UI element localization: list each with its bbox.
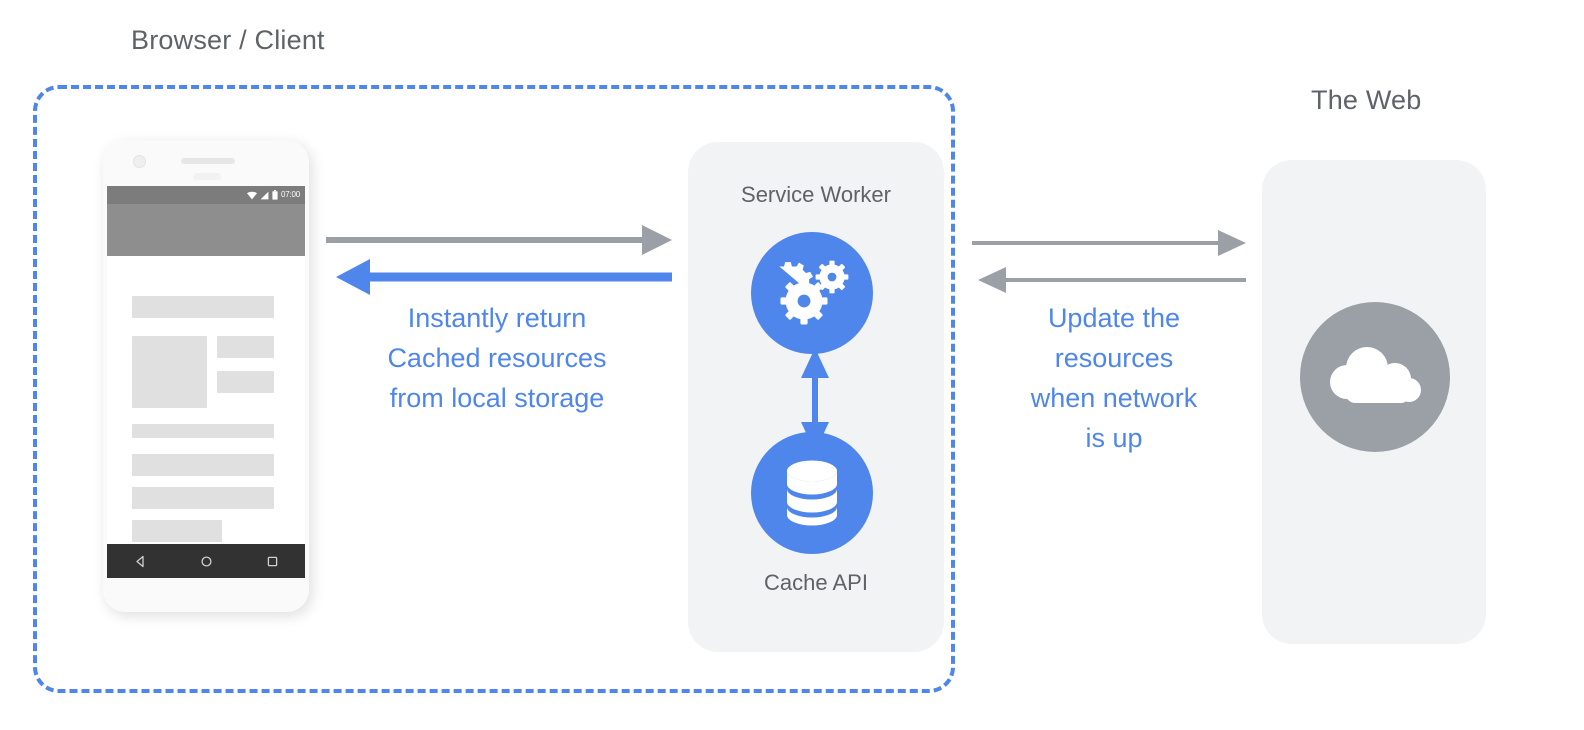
the-web-panel xyxy=(1262,160,1486,644)
wifi-icon xyxy=(246,191,257,200)
recents-square-icon[interactable] xyxy=(266,555,279,568)
gears-icon xyxy=(751,232,873,354)
arrow-web-to-service-worker xyxy=(978,267,1246,293)
battery-icon xyxy=(272,190,278,200)
placeholder-block xyxy=(132,454,274,476)
cache-api-label: Cache API xyxy=(764,570,868,595)
database-icon xyxy=(751,432,873,554)
service-worker-panel: Service Worker xyxy=(688,142,944,652)
phone-nav-bar xyxy=(107,544,305,578)
cloud-icon xyxy=(1300,302,1450,452)
phone-screen: 07:00 xyxy=(107,186,305,578)
placeholder-block xyxy=(132,424,274,438)
browser-client-caption: Browser / Client xyxy=(131,25,325,55)
phone-camera-icon xyxy=(133,155,146,168)
placeholder-block xyxy=(217,336,274,358)
status-bar-clock: 07:00 xyxy=(280,190,300,199)
phone-mockup: 07:00 xyxy=(103,140,309,612)
home-circle-icon[interactable] xyxy=(200,555,213,568)
phone-speaker-grill xyxy=(181,158,235,164)
placeholder-block xyxy=(132,487,274,509)
placeholder-block xyxy=(132,296,274,318)
browser-client-boundary xyxy=(33,85,955,693)
phone-status-bar: 07:00 xyxy=(107,186,305,204)
annotation-update-resources: Update the resources when network is up xyxy=(1030,303,1198,453)
phone-sensor xyxy=(193,173,221,180)
phone-app-bar xyxy=(107,204,305,256)
phone-content-placeholders xyxy=(107,256,305,544)
back-triangle-icon[interactable] xyxy=(134,555,147,568)
arrow-service-worker-to-web xyxy=(972,230,1246,256)
annotation-cached-resources: Instantly return Cached resources from l… xyxy=(387,303,607,413)
the-web-caption: The Web xyxy=(1311,85,1422,115)
placeholder-block xyxy=(217,371,274,393)
placeholder-block xyxy=(132,520,222,542)
service-worker-label: Service Worker xyxy=(741,182,891,207)
signal-icon xyxy=(260,191,269,200)
placeholder-block xyxy=(132,336,207,408)
